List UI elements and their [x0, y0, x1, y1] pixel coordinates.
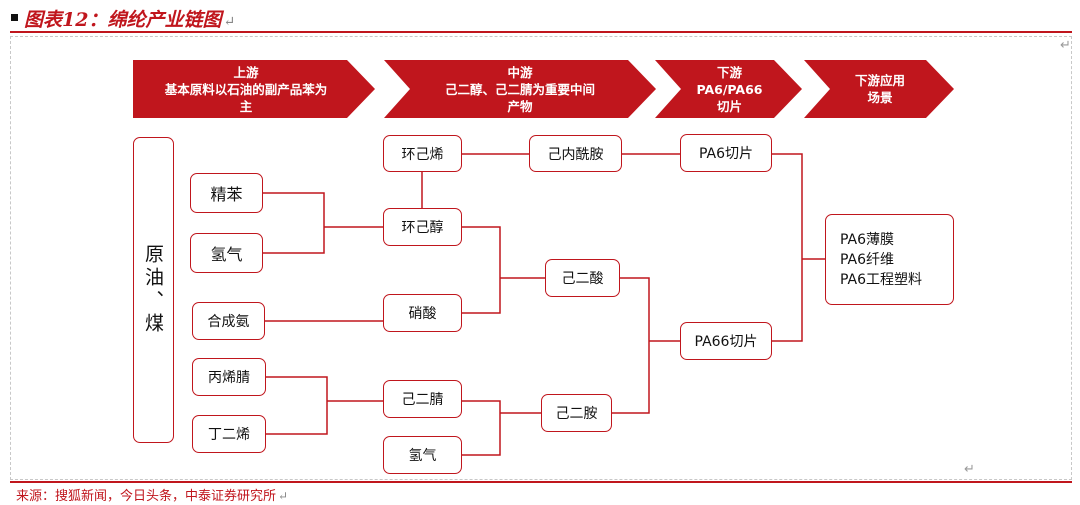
- stage-downstream-title: 下游: [716, 64, 742, 80]
- return-mark-icon: ↵: [223, 14, 236, 30]
- application-item: PA6薄膜: [840, 231, 895, 248]
- stage-application-label: 下游应用 场景: [818, 60, 942, 118]
- stage-downstream-desc-2: 切片: [716, 98, 742, 114]
- application-item: PA6纤维: [840, 251, 895, 268]
- chevron-shape: [804, 60, 954, 118]
- chevron-shape: [384, 60, 656, 118]
- chevron-shape: [133, 60, 375, 118]
- connector-to-hexanediamine: [462, 400, 501, 456]
- stage-upstream-title: 上游: [233, 64, 259, 80]
- stage-upstream-desc: 基本原料以石油的副产品苯为: [164, 81, 328, 97]
- node-caprolactam: 己内酰胺: [529, 135, 622, 172]
- stage-midstream-banner: 中游 己二醇、己二腈为重要中间 产物: [384, 60, 656, 118]
- node-hydrogen-2: 氢气: [383, 436, 462, 474]
- node-hydrogen-1: 氢气: [190, 233, 263, 273]
- node-butadiene: 丁二烯: [192, 415, 266, 453]
- node-benzene: 精苯: [190, 173, 263, 213]
- stage-downstream-banner: 下游 PA6/PA66 切片: [655, 60, 802, 118]
- diagram-frame: [10, 36, 1072, 480]
- header-rule: [10, 31, 1072, 33]
- stage-downstream-desc: PA6/PA66: [696, 81, 763, 97]
- source-note: 来源：搜狐新闻，今日头条，中泰证券研究所↵: [16, 485, 288, 504]
- stage-downstream-label: 下游 PA6/PA66 切片: [667, 60, 792, 118]
- application-item: PA6工程塑料: [840, 271, 923, 288]
- stage-application-desc: 场景: [867, 90, 893, 105]
- return-mark-icon: ↵: [1060, 38, 1071, 53]
- stage-midstream-desc: 己二醇、己二腈为重要中间: [444, 81, 595, 97]
- chevron-shape: [655, 60, 802, 118]
- bullet-square-icon: [11, 14, 18, 21]
- node-raw-material: 原油、煤: [133, 137, 174, 443]
- return-mark-icon: ↵: [964, 462, 975, 477]
- stage-application-banner: 下游应用 场景: [804, 60, 954, 118]
- stage-midstream-label: 中游 己二醇、己二腈为重要中间 产物: [398, 60, 642, 118]
- figure-header: 图表12：绵纶产业链图↵: [0, 0, 1080, 34]
- stage-midstream-desc-2: 产物: [507, 98, 533, 114]
- node-hexanediamine: 己二胺: [541, 394, 612, 432]
- stage-application-title: 下游应用: [854, 73, 905, 88]
- connector-to-adipic: [462, 226, 501, 314]
- stage-upstream-label: 上游 基本原料以石油的副产品苯为 主: [133, 60, 359, 118]
- stage-upstream-banner: 上游 基本原料以石油的副产品苯为 主: [133, 60, 375, 118]
- footer-rule: [10, 481, 1072, 483]
- node-synthetic-ammonia: 合成氨: [192, 302, 265, 340]
- node-nitric-acid: 硝酸: [383, 294, 462, 332]
- connector-to-applications: [772, 153, 803, 342]
- node-pa6-chip: PA6切片: [680, 134, 772, 172]
- return-mark-icon: ↵: [278, 489, 289, 503]
- node-cyclohexene: 环己烯: [383, 135, 462, 172]
- connector-to-pa66: [612, 277, 650, 414]
- node-acrylonitrile: 丙烯腈: [192, 358, 266, 396]
- node-cyclohexanol: 环己醇: [383, 208, 462, 246]
- connector-benzene: [263, 192, 325, 254]
- source-text: 来源：搜狐新闻，今日头条，中泰证券研究所: [16, 489, 277, 504]
- stage-midstream-title: 中游: [507, 64, 533, 80]
- figure-title: 图表12：绵纶产业链图↵: [24, 5, 235, 32]
- node-pa66-chip: PA66切片: [680, 322, 772, 360]
- connector-to-adiponitrile-left: [266, 376, 328, 435]
- node-adipic-acid: 己二酸: [545, 259, 620, 297]
- figure-title-text: 图表12：绵纶产业链图: [24, 9, 222, 31]
- stage-upstream-desc-2: 主: [239, 98, 253, 114]
- node-applications: PA6薄膜 PA6纤维 PA6工程塑料: [825, 214, 954, 305]
- node-adiponitrile: 己二腈: [383, 380, 462, 418]
